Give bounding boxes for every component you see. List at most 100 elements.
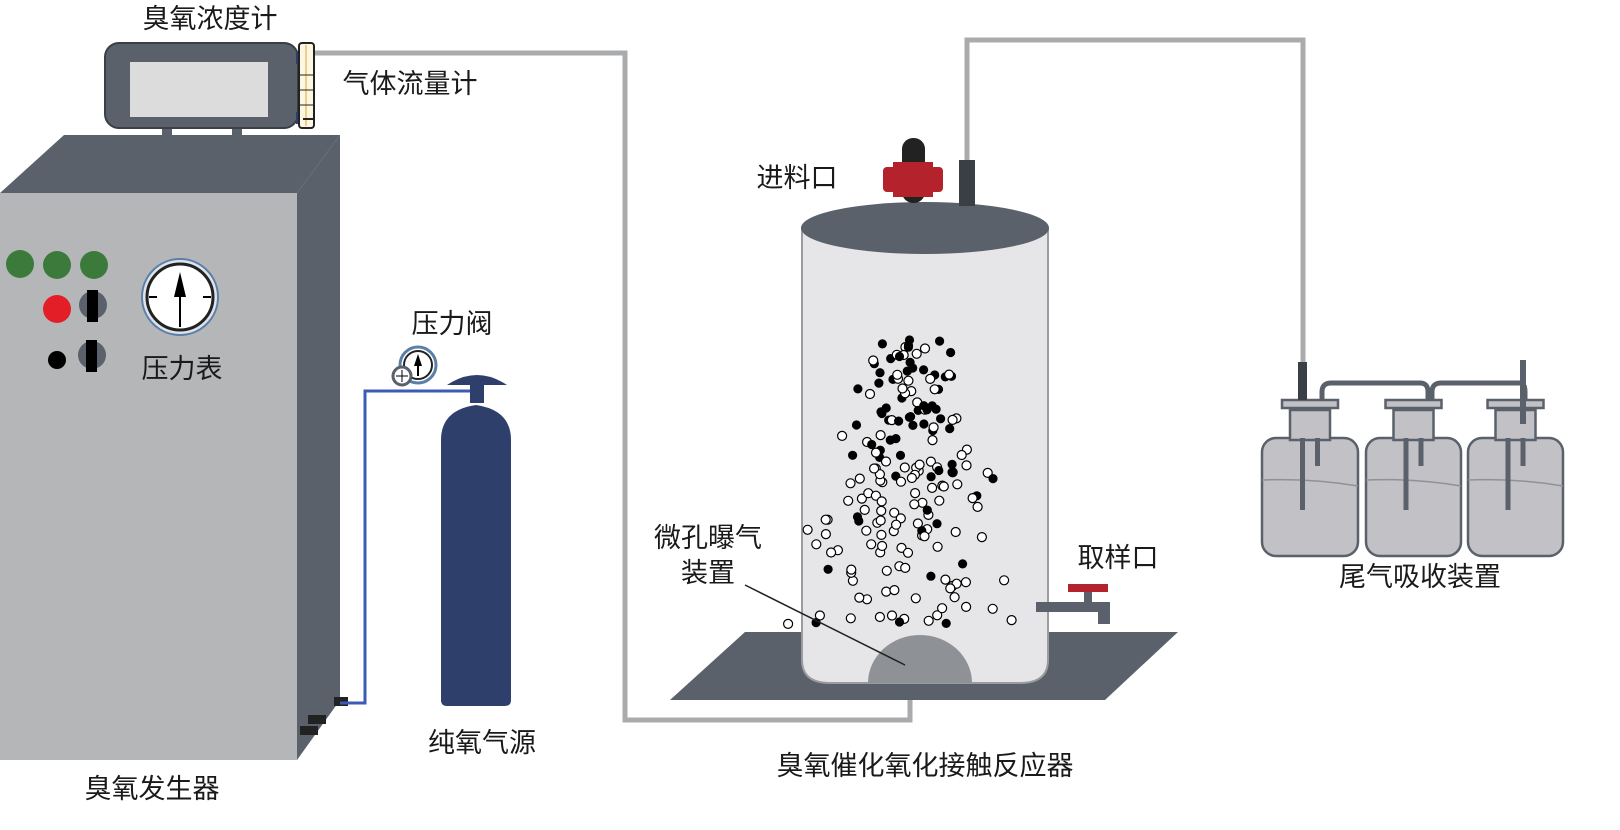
label-reactor: 臭氧催化氧化接触反应器 [777, 751, 1074, 782]
bubble [923, 615, 934, 626]
bubble [911, 348, 922, 359]
switch-knob[interactable] [79, 290, 107, 322]
bubble [820, 514, 831, 525]
bubble [960, 601, 972, 613]
indicator-light-green [43, 251, 71, 279]
bubble [877, 339, 888, 349]
label-aerator-2: 装置 [681, 558, 735, 589]
bubble [868, 355, 879, 366]
bubble [932, 519, 942, 529]
pressure-valve[interactable] [391, 345, 438, 387]
pressure-gauge-icon [141, 258, 219, 336]
bubble [836, 430, 848, 441]
switch-knob[interactable] [78, 340, 106, 372]
bubble [949, 592, 960, 603]
bubble [864, 388, 876, 400]
bubble [976, 531, 988, 543]
absorption-bottle [1260, 398, 1360, 558]
bubble [861, 525, 872, 536]
bubble [876, 529, 887, 541]
bubble [982, 467, 993, 478]
bubble [932, 541, 943, 552]
bubble [998, 575, 1010, 586]
bubble [900, 562, 911, 574]
bubble [960, 577, 972, 588]
bubble [852, 512, 863, 522]
ozone-pipe [313, 50, 913, 723]
indicator-light-green [6, 250, 34, 278]
bubble [952, 479, 963, 490]
bubble [891, 434, 901, 444]
label-ozone-generator: 臭氧发生器 [85, 774, 220, 805]
reactor-lid [801, 202, 1049, 254]
bubble [957, 559, 968, 569]
bubble [853, 384, 863, 394]
bubble [910, 593, 921, 604]
bubble [866, 539, 877, 550]
bubble [802, 524, 813, 535]
bubble [935, 414, 946, 424]
bubble [929, 384, 940, 395]
bubble [925, 456, 937, 467]
bubble [925, 373, 936, 384]
bubble [843, 495, 854, 506]
bubble [918, 365, 929, 375]
bubble [908, 363, 918, 373]
aerator-leader-line [744, 584, 906, 666]
absorption-bottle [1364, 398, 1463, 558]
exhaust-outlet [959, 160, 975, 206]
bubble [856, 493, 868, 504]
indicator-light-red [43, 295, 71, 323]
black-button[interactable] [48, 351, 66, 369]
bubble [926, 571, 936, 581]
bubble [950, 526, 961, 538]
bubble [847, 450, 858, 460]
bubble [825, 547, 837, 558]
label-tail-gas: 尾气吸收装置 [1339, 562, 1501, 593]
bubble [845, 478, 856, 489]
bubble [922, 405, 932, 415]
label-flow-meter: 气体流量计 [343, 69, 478, 100]
label-sampling-port: 取样口 [1078, 543, 1159, 574]
bubble [947, 414, 958, 425]
bubble [782, 618, 794, 630]
bubble [909, 488, 921, 499]
bubble [814, 610, 826, 621]
label-aerator-1: 微孔曝气 [654, 523, 762, 554]
sampling-tap[interactable] [1036, 584, 1110, 624]
bubble [940, 574, 951, 585]
bubble [881, 565, 892, 576]
gas-flow-meter [296, 42, 315, 129]
bubble [932, 610, 943, 621]
bubble [874, 611, 886, 623]
bubble [927, 435, 938, 446]
indicator-light-green [80, 251, 108, 279]
label-pressure-gauge: 压力表 [142, 354, 223, 385]
feed-port[interactable] [883, 138, 943, 203]
bubble [945, 583, 956, 594]
bubble [874, 378, 884, 388]
bubble [846, 564, 857, 575]
bubble [956, 449, 967, 461]
bubble [851, 420, 862, 430]
bubble [987, 603, 998, 614]
bubble [820, 528, 832, 540]
bubble [919, 419, 929, 429]
bubble [902, 547, 914, 558]
bubble [936, 603, 948, 614]
bubble [870, 447, 882, 458]
bubble [876, 505, 887, 516]
bubble [892, 369, 903, 380]
bubble [922, 505, 932, 515]
bubble [934, 495, 945, 506]
bubble [876, 540, 888, 552]
bubble [811, 539, 822, 550]
label-pressure-valve: 压力阀 [412, 309, 493, 340]
bubble [908, 420, 918, 430]
label-oxygen-source: 纯氧气源 [428, 728, 536, 759]
oxygen-line [340, 389, 475, 705]
tail-gas-pipe [964, 37, 1306, 362]
bubble [881, 403, 891, 413]
bubble [906, 472, 918, 484]
bubble [914, 459, 925, 470]
